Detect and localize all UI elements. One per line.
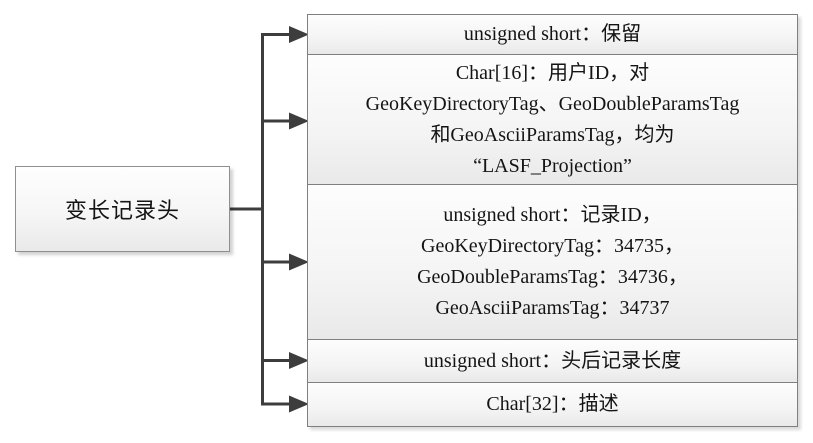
field-text-line: 和GeoAsciiParamsTag，均为 [430,123,675,146]
arrowhead-icon [289,395,309,413]
field-box-record-length-after-header: unsigned short：头后记录长度 [308,339,797,382]
field-text-line: GeoDoubleParamsTag：34736， [417,266,688,288]
field-text-line: GeoKeyDirectoryTag：34735， [421,235,684,257]
field-text-line: GeoKeyDirectoryTag、GeoDoubleParamsTag [365,92,740,115]
field-text-line: “LASF_Projection” [473,154,632,177]
field-text-line: GeoAsciiParamsTag：34737 [435,297,670,319]
root-node-label: 变长记录头 [64,198,180,223]
field-box-user-id: Char[16]：用户ID，对 GeoKeyDirectoryTag、GeoDo… [308,54,797,184]
arrowhead-icon [289,253,309,271]
arrowhead-icon [289,352,309,369]
field-box-description: Char[32]：描述 [308,382,797,426]
field-text-line: unsigned short：头后记录长度 [423,349,682,372]
root-node-variable-length-record-header: 变长记录头 [15,166,230,252]
arrowhead-icon [289,26,309,43]
field-column: unsigned short：保留 Char[16]：用户ID，对 GeoKey… [307,14,798,427]
field-box-record-id: unsigned short：记录ID， GeoKeyDirectoryTag：… [308,184,797,339]
arrowhead-icon [289,112,309,130]
connector-branches [261,33,291,406]
field-text-line: unsigned short：保留 [463,23,642,45]
field-box-reserved: unsigned short：保留 [308,15,797,54]
field-text-line: Char[16]：用户ID，对 [455,61,650,84]
field-text-line: Char[32]：描述 [486,393,619,415]
field-text-line: unsigned short：记录ID， [443,204,662,226]
